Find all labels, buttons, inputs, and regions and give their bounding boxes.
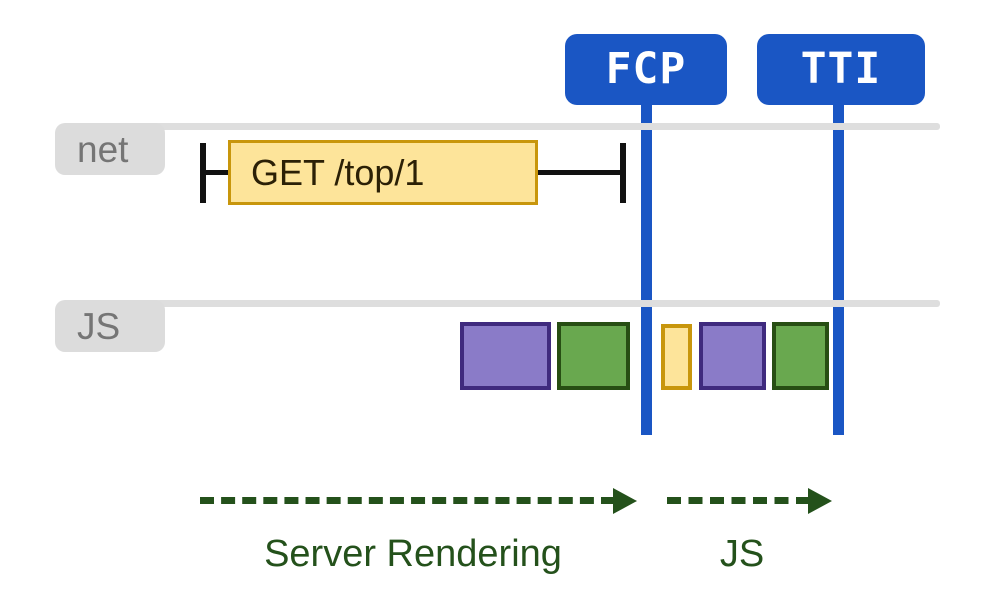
js-task-block-5[interactable] <box>772 322 829 390</box>
request-whisker-line-left <box>200 170 232 175</box>
js-task-block-2[interactable] <box>557 322 630 390</box>
lane-label-net: net <box>55 123 165 175</box>
net-lane-rail <box>117 123 940 130</box>
server-rendering-arrow-head <box>613 488 637 514</box>
js-phase-arrow-line <box>667 497 810 504</box>
fcp-marker-line <box>641 100 652 435</box>
tti-marker-line <box>833 100 844 435</box>
js-task-block-1[interactable] <box>460 322 551 390</box>
js-phase-arrow-head <box>808 488 832 514</box>
lane-label-js-text: JS <box>77 305 121 347</box>
server-rendering-phase-label: Server Rendering <box>264 533 562 575</box>
js-lane-rail <box>117 300 940 307</box>
tti-badge-label: TTI <box>800 44 882 94</box>
fcp-badge[interactable]: FCP <box>565 34 727 105</box>
network-request-bar[interactable]: GET /top/1 <box>228 140 538 205</box>
js-task-block-3[interactable] <box>661 324 692 390</box>
request-whisker-line-right <box>536 170 626 175</box>
tti-badge[interactable]: TTI <box>757 34 925 105</box>
network-request-label: GET /top/1 <box>251 151 425 193</box>
js-phase-label: JS <box>719 533 765 575</box>
request-whisker-cap-right <box>620 143 626 203</box>
fcp-badge-label: FCP <box>605 44 687 94</box>
server-rendering-arrow-line <box>200 497 615 504</box>
lane-label-net-text: net <box>77 128 129 170</box>
lane-label-js: JS <box>55 300 165 352</box>
js-task-block-4[interactable] <box>699 322 766 390</box>
